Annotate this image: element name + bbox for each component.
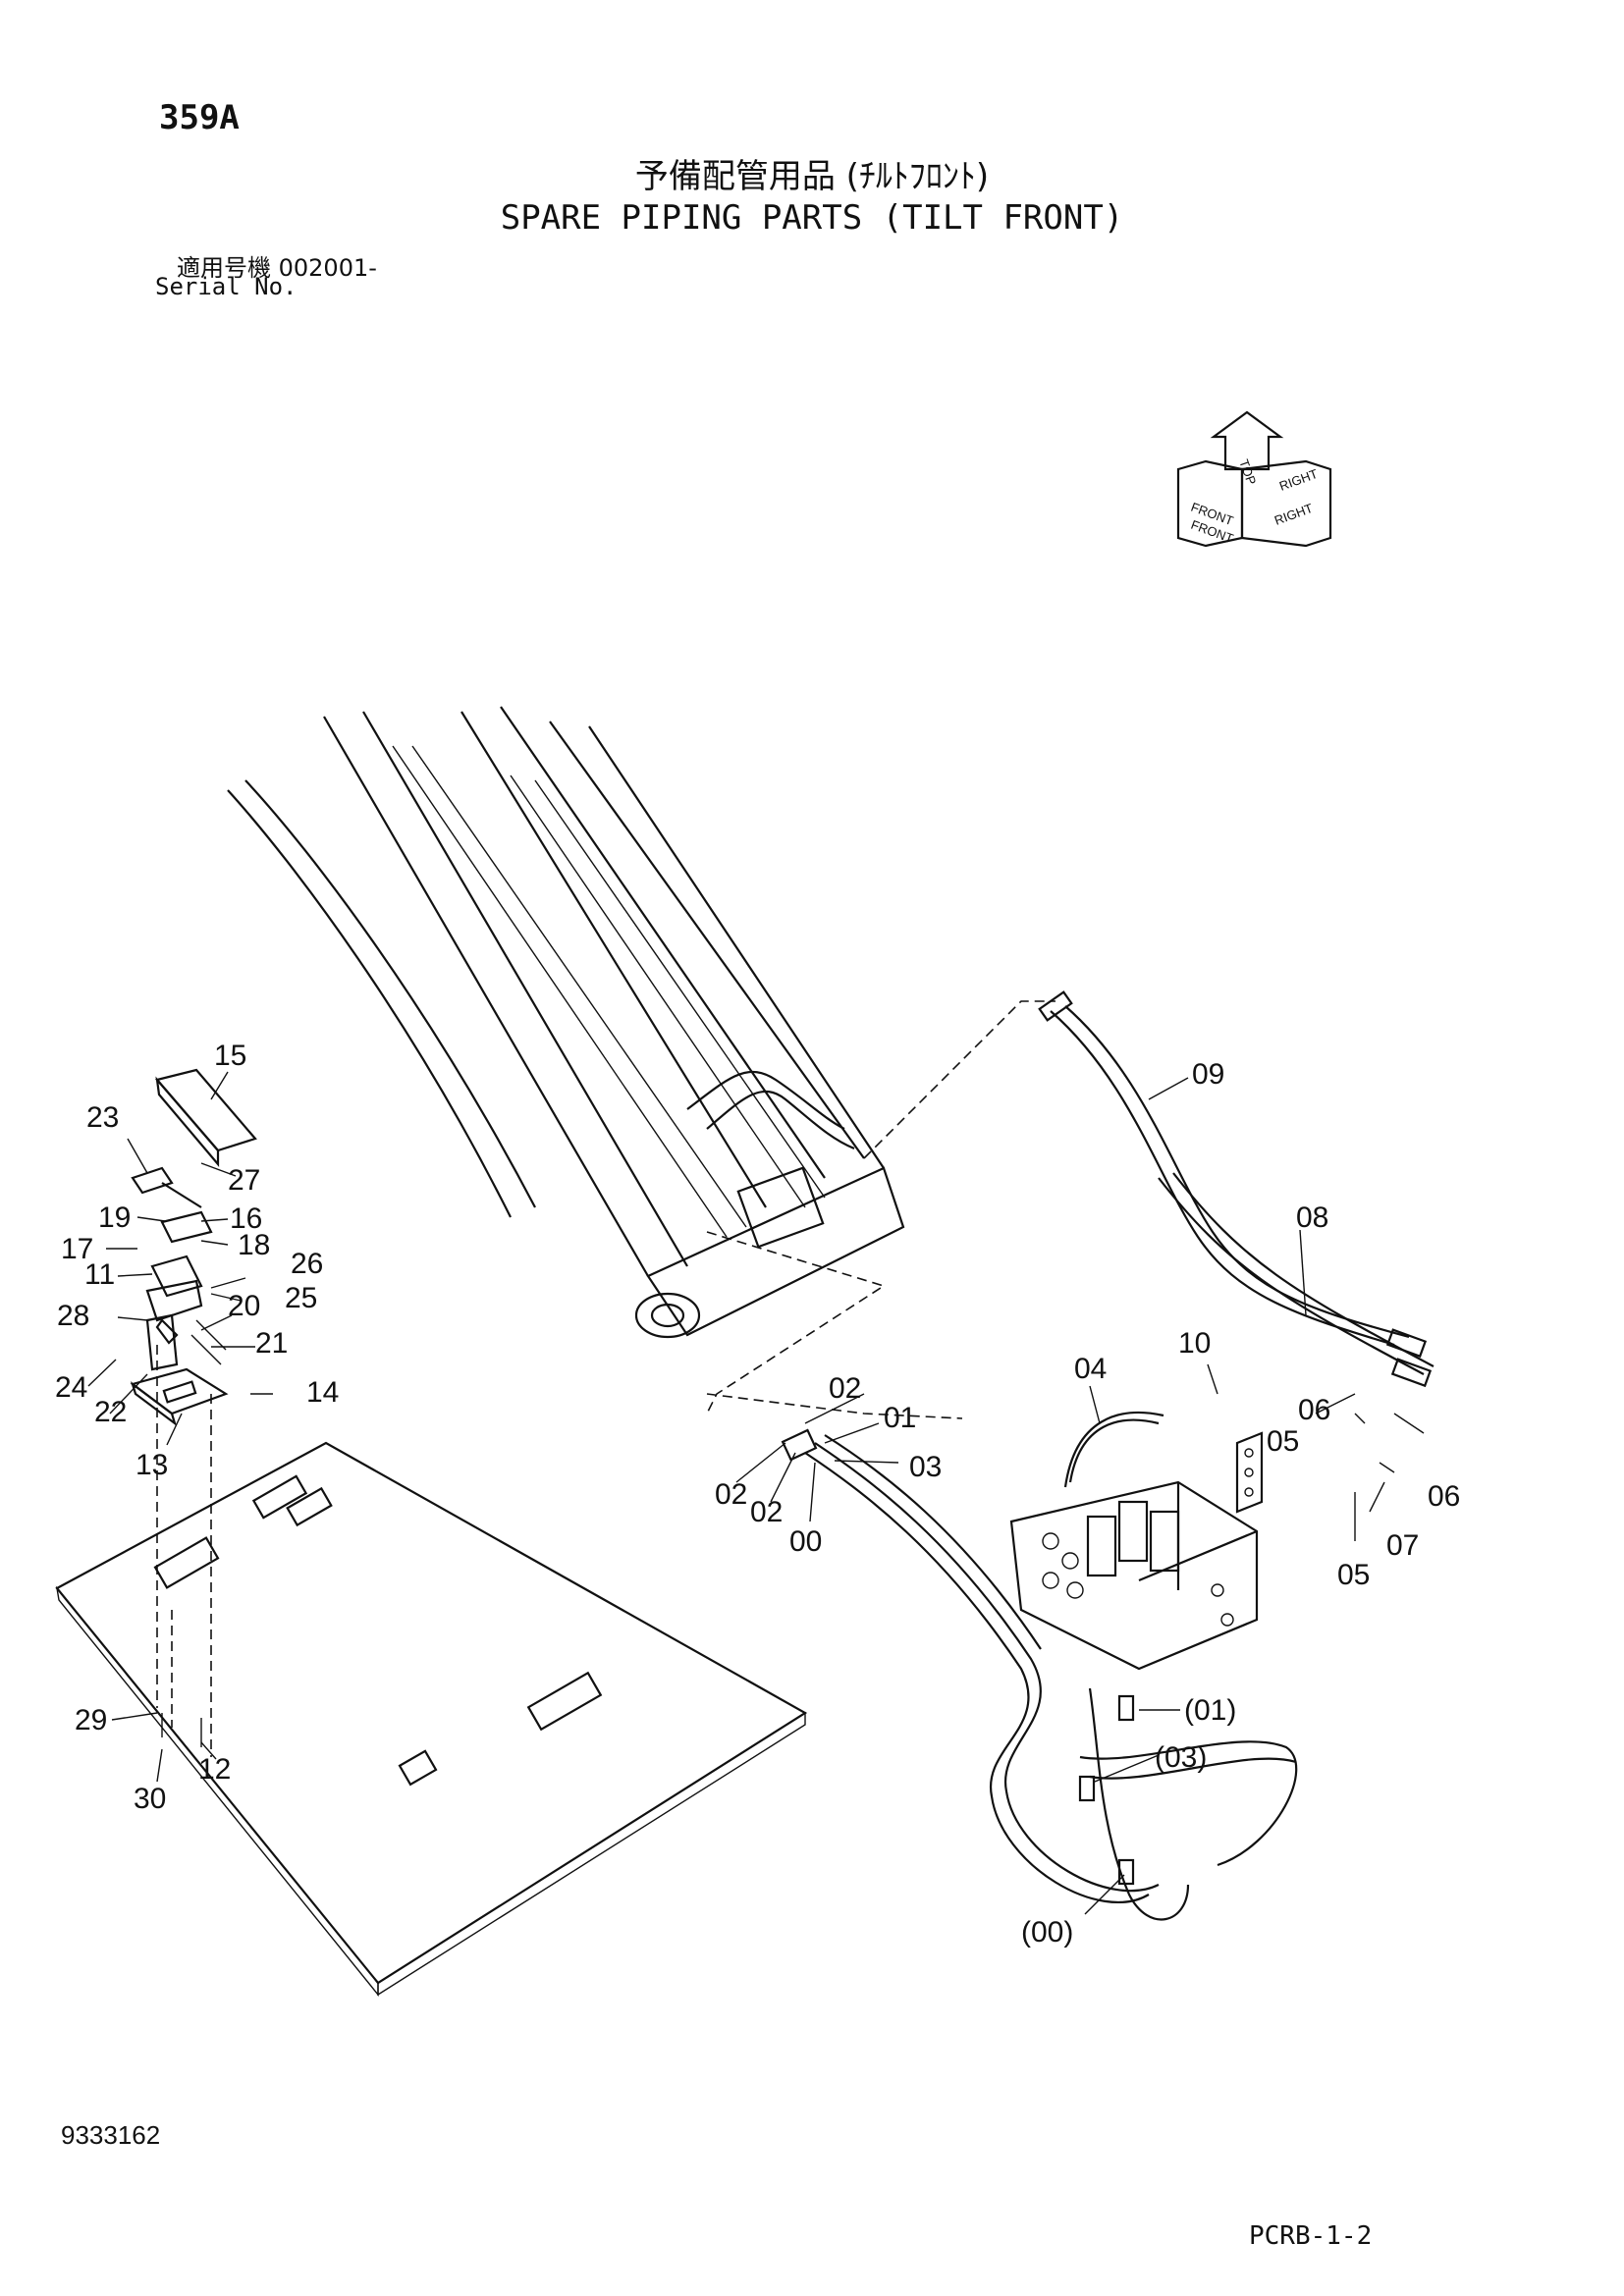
callout-13: 13 [135, 1449, 168, 1481]
callout-labels: 15 23 27 19 16 17 18 11 26 25 28 20 21 2… [55, 1040, 1460, 1949]
callout-02-left: 02 [715, 1478, 747, 1511]
callout-01: 01 [884, 1402, 916, 1434]
callout-paren-01: (01) [1184, 1694, 1236, 1727]
callout-12: 12 [198, 1753, 231, 1786]
callout-05-bottom: 05 [1337, 1559, 1370, 1591]
callout-10: 10 [1178, 1327, 1211, 1360]
callout-09: 09 [1192, 1058, 1224, 1091]
page-id: 359A [159, 98, 240, 137]
callout-30: 30 [134, 1783, 166, 1815]
callout-08: 08 [1296, 1201, 1328, 1234]
callout-11: 11 [84, 1258, 115, 1291]
callout-23: 23 [86, 1101, 119, 1134]
callout-27: 27 [228, 1164, 260, 1197]
callout-02-mid: 02 [750, 1496, 783, 1528]
orientation-label-right: RIGHT [1277, 466, 1320, 494]
callout-15: 15 [214, 1040, 246, 1072]
callout-04: 04 [1074, 1353, 1107, 1385]
callout-19: 19 [98, 1201, 131, 1234]
hose-assembly-lower [781, 1428, 1298, 1921]
orientation-arrow-icon: FRONT TOP RIGHT FRONT RIGHT [1176, 410, 1332, 548]
title-english: SPARE PIPING PARTS (TILT FRONT) [500, 198, 1124, 238]
callout-06-right: 06 [1428, 1480, 1460, 1513]
callout-05-top: 05 [1267, 1425, 1299, 1458]
callout-28: 28 [57, 1300, 89, 1332]
pedal-assembly [130, 1068, 257, 1426]
orientation-label-top: TOP [1236, 457, 1259, 487]
callout-paren-00: (00) [1021, 1916, 1073, 1949]
leader-lines [87, 1071, 1425, 1915]
callout-00: 00 [789, 1525, 822, 1558]
callout-16: 16 [230, 1202, 262, 1235]
callout-06-top: 06 [1298, 1394, 1330, 1426]
callout-20: 20 [228, 1290, 260, 1322]
callout-21: 21 [255, 1327, 288, 1360]
orientation-label-right-2: RIGHT [1272, 501, 1315, 528]
callout-02-top: 02 [829, 1372, 861, 1405]
callout-24: 24 [55, 1371, 87, 1404]
sheet-code: PCRB-1-2 [1249, 2221, 1373, 2251]
callout-26: 26 [291, 1248, 323, 1280]
callout-14: 14 [306, 1376, 339, 1409]
callout-18: 18 [238, 1229, 270, 1261]
callout-25: 25 [285, 1282, 317, 1314]
serial-label-english: Serial No. [155, 273, 298, 300]
boom-structure [227, 706, 1056, 1419]
callout-07: 07 [1386, 1529, 1419, 1562]
callout-22: 22 [94, 1396, 127, 1428]
control-valve-block [1009, 1412, 1264, 1671]
floor-plate [55, 1345, 808, 1997]
callout-03: 03 [909, 1451, 942, 1483]
callout-29: 29 [75, 1704, 107, 1736]
callout-paren-03: (03) [1155, 1741, 1207, 1774]
serial-label-japanese: 適用号機 002001- [177, 254, 377, 282]
document-number: 9333162 [61, 2120, 161, 2150]
callout-17: 17 [61, 1233, 93, 1265]
title-japanese: 予備配管用品 (ﾁﾙﾄﾌﾛﾝﾄ) [634, 157, 990, 196]
hose-assembly-upper [1038, 990, 1435, 1388]
